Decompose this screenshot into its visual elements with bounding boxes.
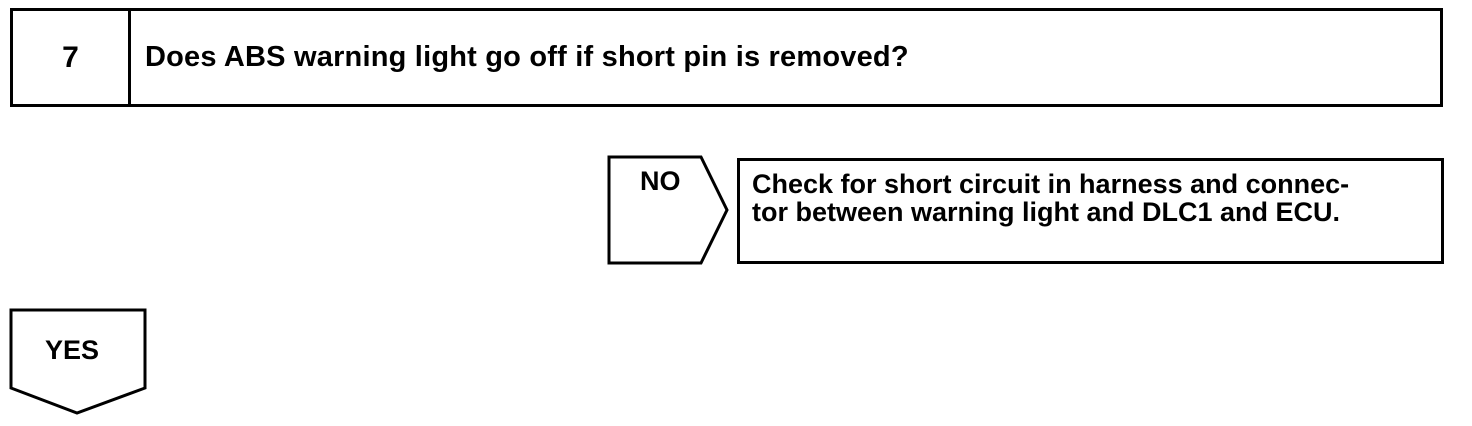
action-line-2: tor between warning light and DLC1 and E… — [752, 197, 1341, 227]
no-label: NO — [640, 166, 681, 196]
no-action-box: Check for short circuit in harness and c… — [737, 158, 1444, 264]
yes-label: YES — [45, 335, 100, 365]
action-line-1: Check for short circuit in harness and c… — [752, 169, 1350, 199]
no-arrow-shape — [607, 155, 729, 265]
step-question: Does ABS warning light go off if short p… — [145, 41, 909, 73]
step-number: 7 — [13, 11, 131, 104]
yes-arrow-shape — [9, 308, 147, 415]
step-box: 7 Does ABS warning light go off if short… — [10, 8, 1443, 107]
